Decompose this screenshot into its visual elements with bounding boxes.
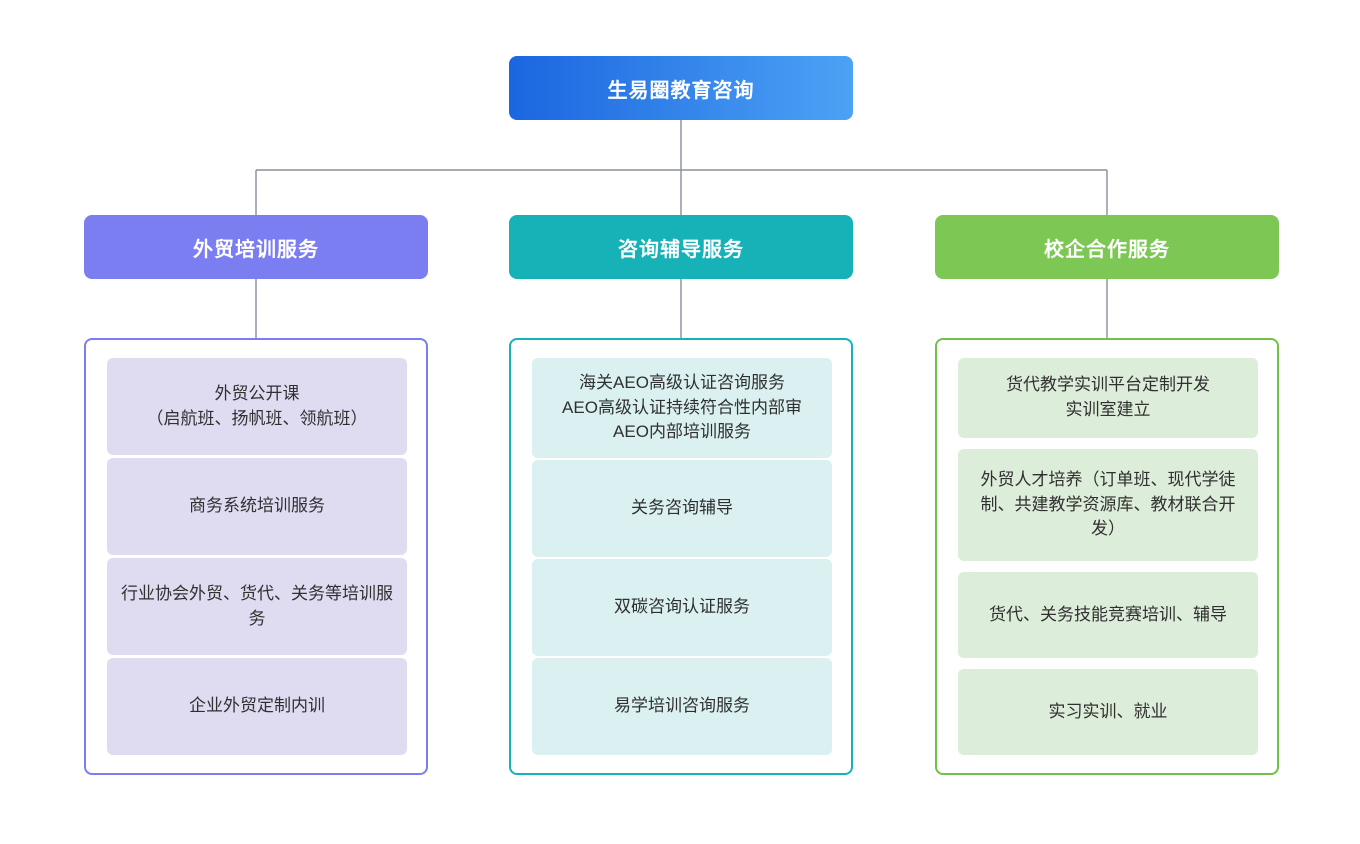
leaf-card[interactable]: 商务系统培训服务 bbox=[107, 458, 407, 555]
branch-group-zixun-fudao: 海关AEO高级认证咨询服务 AEO高级认证持续符合性内部审 AEO内部培训服务 … bbox=[509, 338, 853, 775]
leaf-card[interactable]: 海关AEO高级认证咨询服务 AEO高级认证持续符合性内部审 AEO内部培训服务 bbox=[532, 358, 832, 458]
root-node-label: 生易圈教育咨询 bbox=[607, 79, 755, 102]
branch-zixun-fudao: 咨询辅导服务 海关AEO高级认证咨询服务 AEO高级认证持续符合性内部审 AEO… bbox=[509, 215, 853, 775]
leaf-card[interactable]: 外贸公开课 （启航班、扬帆班、领航班） bbox=[107, 358, 407, 455]
root-node[interactable]: 生易圈教育咨询 bbox=[509, 56, 853, 120]
branch-xiaoqi-hezuo: 校企合作服务 货代教学实训平台定制开发 实训室建立 外贸人才培养（订单班、现代学… bbox=[935, 215, 1279, 775]
branch-group-waimao-peixun: 外贸公开课 （启航班、扬帆班、领航班） 商务系统培训服务 行业协会外贸、货代、关… bbox=[84, 338, 428, 775]
branch-waimao-peixun: 外贸培训服务 外贸公开课 （启航班、扬帆班、领航班） 商务系统培训服务 行业协会… bbox=[84, 215, 428, 775]
leaf-card[interactable]: 实习实训、就业 bbox=[958, 669, 1258, 755]
leaf-card[interactable]: 易学培训咨询服务 bbox=[532, 658, 832, 755]
leaf-card[interactable]: 货代、关务技能竞赛培训、辅导 bbox=[958, 572, 1258, 658]
branch-header-waimao-peixun[interactable]: 外贸培训服务 bbox=[84, 215, 428, 279]
branch-header-label: 外贸培训服务 bbox=[193, 238, 319, 261]
branch-group-xiaoqi-hezuo: 货代教学实训平台定制开发 实训室建立 外贸人才培养（订单班、现代学徒制、共建教学… bbox=[935, 338, 1279, 775]
leaf-card[interactable]: 外贸人才培养（订单班、现代学徒制、共建教学资源库、教材联合开发） bbox=[958, 449, 1258, 561]
branch-header-label: 咨询辅导服务 bbox=[618, 238, 744, 261]
branch-header-xiaoqi-hezuo[interactable]: 校企合作服务 bbox=[935, 215, 1279, 279]
branch-header-zixun-fudao[interactable]: 咨询辅导服务 bbox=[509, 215, 853, 279]
leaf-card[interactable]: 货代教学实训平台定制开发 实训室建立 bbox=[958, 358, 1258, 438]
leaf-card[interactable]: 关务咨询辅导 bbox=[532, 460, 832, 557]
leaf-card[interactable]: 双碳咨询认证服务 bbox=[532, 559, 832, 656]
leaf-card[interactable]: 行业协会外贸、货代、关务等培训服务 bbox=[107, 558, 407, 655]
branch-header-label: 校企合作服务 bbox=[1044, 238, 1170, 261]
leaf-card[interactable]: 企业外贸定制内训 bbox=[107, 658, 407, 755]
